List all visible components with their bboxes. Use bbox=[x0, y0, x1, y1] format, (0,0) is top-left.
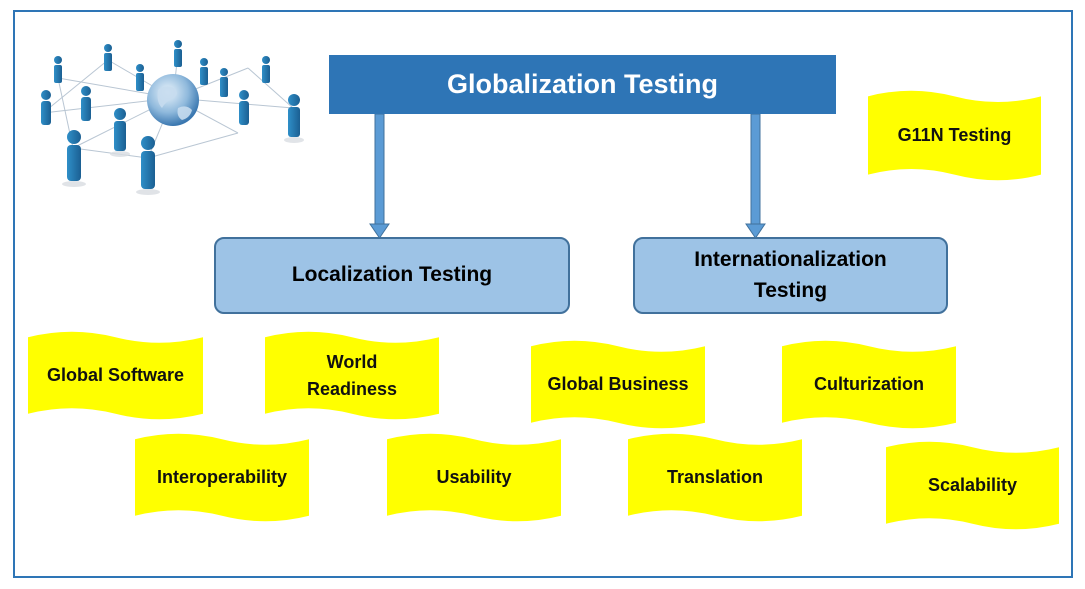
globalization-testing-header: Globalization Testing bbox=[329, 55, 836, 114]
tag-interoperability-label: Interoperability bbox=[156, 467, 288, 488]
tag-usability: Usability bbox=[387, 433, 561, 522]
tag-global-software-label: Global Software bbox=[46, 365, 185, 386]
internationalization-testing-box: Internationalization Testing bbox=[633, 237, 948, 314]
tag-usability-label: Usability bbox=[436, 467, 512, 488]
tag-g11n-testing: G11N Testing bbox=[868, 90, 1041, 181]
globe-icon bbox=[147, 74, 199, 126]
internationalization-label-line2: Testing bbox=[753, 278, 828, 302]
localization-label: Localization Testing bbox=[291, 263, 493, 287]
people-network-globe-icon bbox=[41, 40, 304, 195]
tag-g11n-label: G11N Testing bbox=[897, 125, 1012, 146]
tag-global-business-label: Global Business bbox=[547, 374, 689, 395]
tag-culturization: Culturization bbox=[782, 340, 956, 429]
tag-world-readiness-line1: World bbox=[326, 352, 378, 373]
header-title: Globalization Testing bbox=[446, 69, 718, 99]
tag-scalability: Scalability bbox=[886, 441, 1059, 530]
tag-translation: Translation bbox=[628, 433, 802, 522]
tag-world-readiness: World Readiness bbox=[265, 331, 439, 420]
localization-testing-box: Localization Testing bbox=[214, 237, 570, 314]
tag-culturization-label: Culturization bbox=[814, 374, 924, 395]
tag-global-software: Global Software bbox=[28, 331, 203, 420]
tag-translation-label: Translation bbox=[666, 467, 764, 488]
tag-global-business: Global Business bbox=[531, 340, 705, 429]
tag-interoperability: Interoperability bbox=[135, 433, 309, 522]
internationalization-label-line1: Internationalization bbox=[694, 248, 887, 272]
tag-scalability-label: Scalability bbox=[927, 475, 1018, 496]
tag-world-readiness-line2: Readiness bbox=[306, 378, 398, 399]
